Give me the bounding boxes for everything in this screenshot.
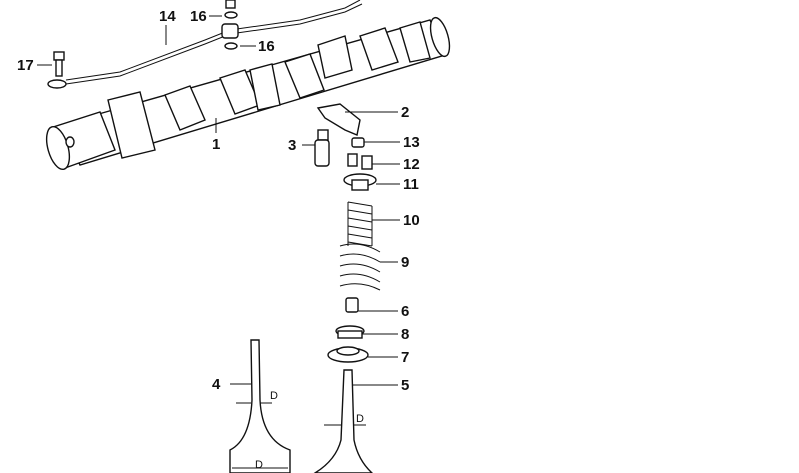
callout-4: 4 bbox=[212, 376, 221, 393]
inner-spring[interactable] bbox=[347, 201, 373, 247]
banjo-bolt[interactable] bbox=[224, 0, 238, 50]
thrust-piece[interactable] bbox=[351, 137, 365, 148]
camshaft[interactable] bbox=[42, 16, 453, 172]
outer-spring[interactable] bbox=[339, 243, 381, 291]
callout-14: 14 bbox=[159, 8, 176, 25]
valve-rotator[interactable] bbox=[327, 346, 369, 363]
callout-12: 12 bbox=[403, 156, 420, 173]
callout-2: 2 bbox=[401, 104, 409, 121]
dimension-d-intake-head: D bbox=[255, 459, 263, 471]
bolt-17[interactable] bbox=[53, 51, 65, 77]
dimension-d-exhaust-stem: D bbox=[356, 413, 364, 425]
callout-1: 1 bbox=[212, 136, 220, 153]
callout-16-upper: 16 bbox=[190, 8, 207, 25]
callout-16-lower: 16 bbox=[258, 38, 275, 55]
callout-11: 11 bbox=[403, 176, 419, 193]
intake-valve[interactable] bbox=[229, 339, 291, 473]
callout-9: 9 bbox=[401, 254, 409, 271]
callout-3: 3 bbox=[288, 137, 296, 154]
oil-pipe[interactable] bbox=[47, 0, 363, 89]
callout-17: 17 bbox=[17, 57, 34, 74]
callout-10: 10 bbox=[403, 212, 420, 229]
callout-13: 13 bbox=[403, 134, 420, 151]
dimension-d-intake-stem: D bbox=[270, 390, 278, 402]
spring-seat[interactable] bbox=[335, 325, 365, 339]
callout-8: 8 bbox=[401, 326, 409, 343]
callout-7: 7 bbox=[401, 349, 409, 366]
callout-5: 5 bbox=[401, 377, 409, 394]
spring-retainer[interactable] bbox=[343, 173, 377, 191]
hydraulic-lifter[interactable] bbox=[314, 129, 330, 167]
valve-stem-seal[interactable] bbox=[345, 297, 359, 313]
valve-keepers[interactable] bbox=[347, 153, 373, 170]
leader-lines bbox=[37, 15, 400, 469]
exhaust-valve[interactable] bbox=[313, 369, 374, 473]
callout-6: 6 bbox=[401, 303, 409, 320]
